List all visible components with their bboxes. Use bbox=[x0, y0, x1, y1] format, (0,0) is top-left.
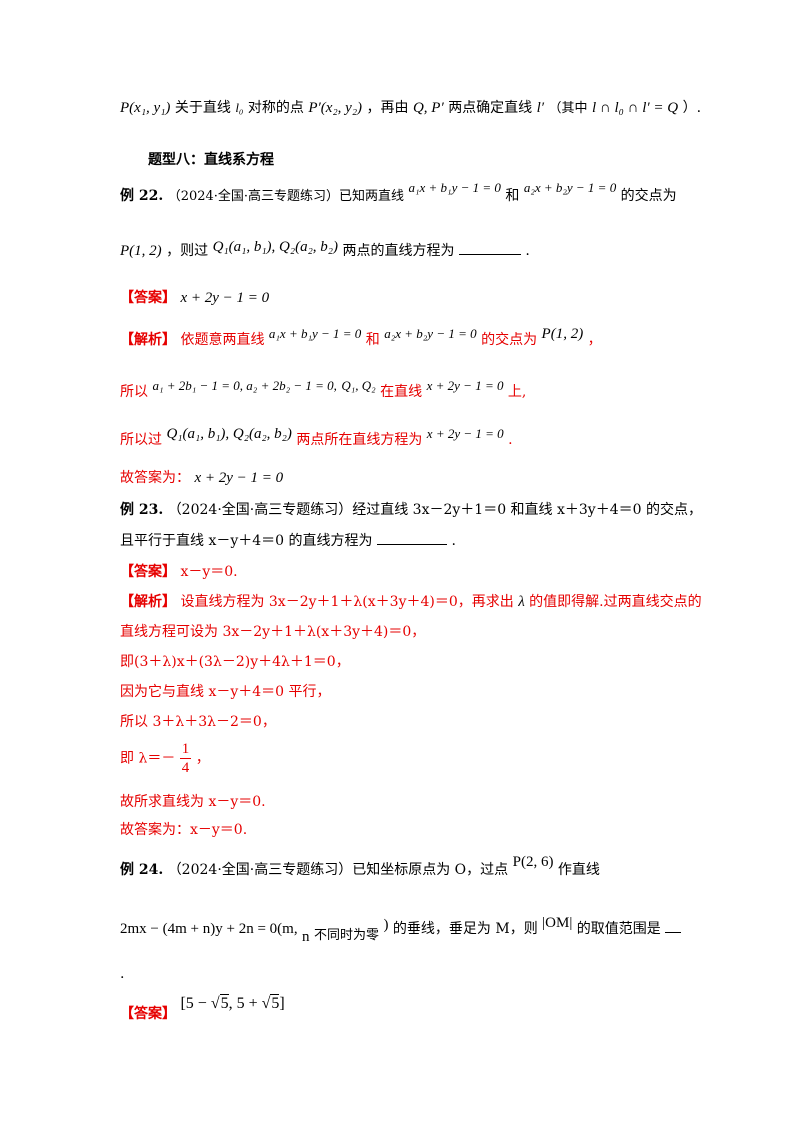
example-22-stem-2: P(1, 2) ，则过 Q₁(a₁, b₁), Q₂(a₂, b₂) 两点的直线… bbox=[120, 239, 530, 259]
example-23-analysis-6: 即 λ＝－ 1 4 ， bbox=[120, 741, 210, 776]
example-23-answer: 【答案】 x－y＝0. bbox=[120, 564, 238, 580]
answer-blank bbox=[376, 530, 447, 545]
answer-blank bbox=[458, 240, 521, 255]
example-23-analysis-1: 【解析】 设直线方程为 3x－2y＋1＋λ(x＋3y＋4)＝0，再求出 λ 的值… bbox=[120, 594, 702, 610]
example-24-stem-1: 例 24. （2024·全国·高三专题练习）已知坐标原点为 O，过点 P(2, … bbox=[120, 854, 600, 878]
example-23-analysis-8: 故答案为：x－y＝0. bbox=[120, 822, 248, 838]
example-label: 例 23. bbox=[120, 502, 164, 518]
example-24-dot: . bbox=[120, 966, 125, 982]
example-22-final: 故答案为： x + 2y − 1 = 0 bbox=[120, 470, 284, 486]
answer-tag: 【答案】 bbox=[120, 290, 176, 306]
analysis-tag: 【解析】 bbox=[120, 594, 176, 610]
example-23-analysis-7: 故所求直线为 x－y＝0. bbox=[120, 794, 266, 810]
example-22-analysis-1: 【解析】 依题意两直线 a₁x + b₁y − 1 = 0 和 a₂x + b₂… bbox=[120, 326, 602, 348]
sqrt-symbol: √ bbox=[210, 995, 220, 1012]
sqrt-symbol: √ bbox=[261, 995, 271, 1012]
top-line: P(x₁, y₁) 关于直线 l₀ 对称的点 P′(x₂, y₂) ，再由 Q,… bbox=[120, 100, 702, 116]
example-23-analysis-2: 直线方程可设为 3x－2y＋1＋λ(x＋3y＋4)＝0， bbox=[120, 624, 426, 640]
fraction: 1 4 bbox=[179, 741, 192, 776]
analysis-tag: 【解析】 bbox=[120, 332, 176, 348]
example-23-analysis-3: 即(3＋λ)x＋(3λ－2)y＋4λ＋1＝0， bbox=[120, 654, 350, 670]
section-title: 题型八：直线系方程 bbox=[148, 152, 274, 168]
answer-blank bbox=[665, 918, 682, 933]
example-24-answer: 【答案】 [5 − √5, 5 + √5] bbox=[120, 994, 285, 1022]
answer-tag: 【答案】 bbox=[120, 1006, 176, 1022]
example-23-analysis-4: 因为它与直线 x－y＋4＝0 平行， bbox=[120, 684, 331, 700]
example-23-stem-2: 且平行于直线 x－y＋4＝0 的直线方程为 . bbox=[120, 530, 456, 551]
example-22-analysis-3: 所以过 Q₁(a₁, b₁), Q₂(a₂, b₂) 两点所在直线方程为 x +… bbox=[120, 426, 513, 448]
point-p: P(x₁, y₁) bbox=[120, 100, 171, 116]
example-label: 例 24. bbox=[120, 862, 164, 878]
example-23-stem-1: 例 23. （2024·全国·高三专题练习）经过直线 3x－2y＋1＝0 和直线… bbox=[120, 502, 702, 518]
answer-tag: 【答案】 bbox=[120, 564, 176, 580]
example-24-stem-2: 2mx − (4m + n)y + 2n = 0(m, n 不同时为零 ) 的垂… bbox=[120, 915, 682, 945]
example-23-analysis-5: 所以 3＋λ＋3λ－2＝0， bbox=[120, 714, 276, 730]
point-p-prime: P′(x₂, y₂) bbox=[308, 100, 363, 116]
example-22-answer: 【答案】 x + 2y − 1 = 0 bbox=[120, 290, 270, 306]
example-22-analysis-2: 所以 a₁ + 2b₁ − 1 = 0, a₂ + 2b₂ − 1 = 0, Q… bbox=[120, 378, 527, 400]
example-22-stem: 例 22. （2024·全国·高三专题练习）已知两直线 a₁x + b₁y − … bbox=[120, 180, 677, 204]
example-label: 例 22. bbox=[120, 188, 164, 204]
